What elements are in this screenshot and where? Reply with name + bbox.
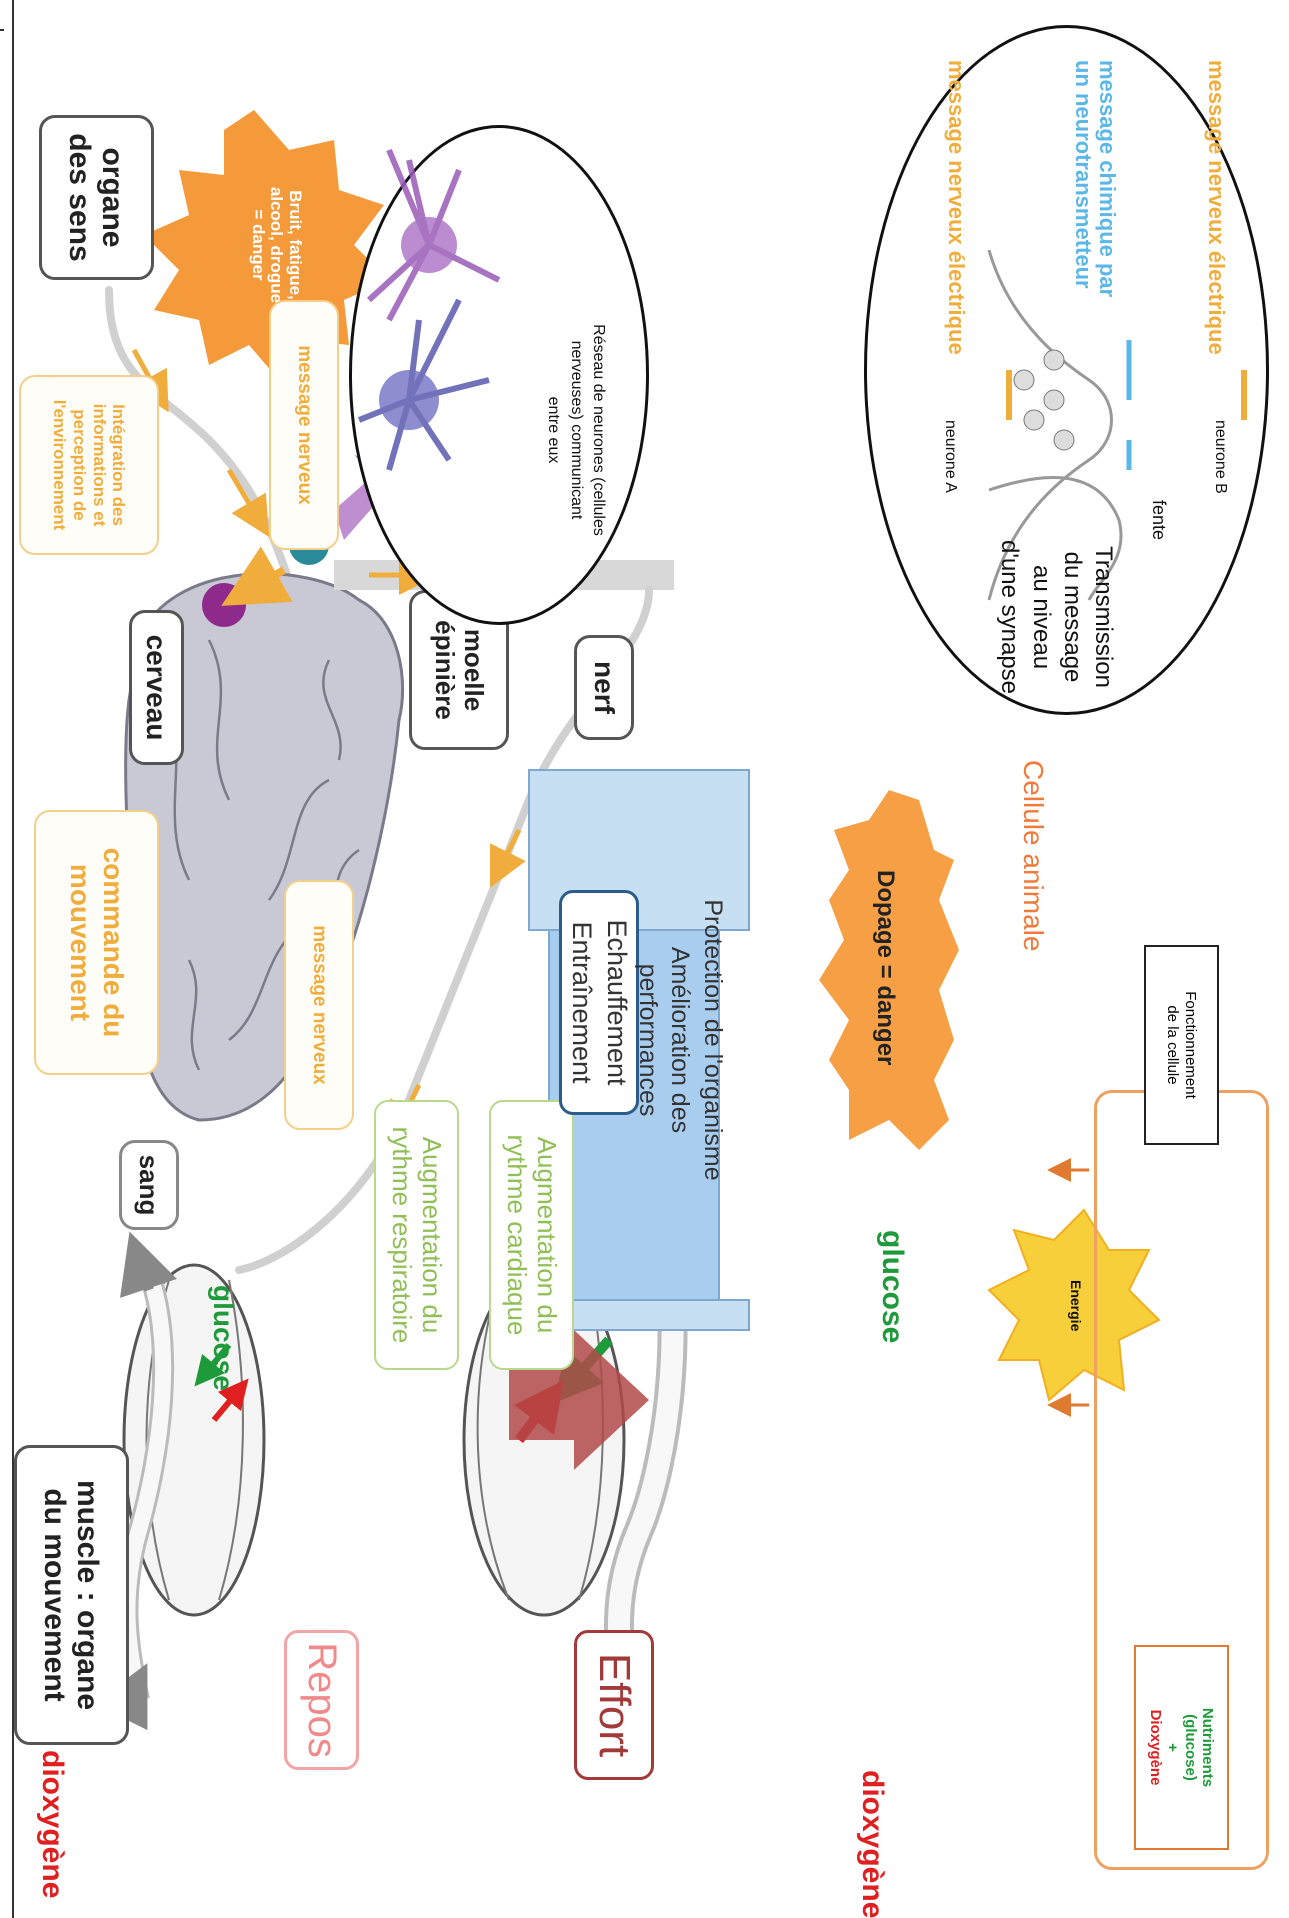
respiratory-rate-box: Augmentation du rythme respiratoire [374,1100,459,1370]
glucose-label-rest: glucose [208,1285,239,1391]
nutrients-label: Nutriments (glucose) + [1164,1707,1217,1788]
energy-star-shape [987,1208,1161,1402]
dioxygene-label-effort: dioxygène [856,1770,889,1918]
neuron-a-label: neurone A [942,420,959,493]
cell-function-box: Fonctionnement de la cellule [1144,945,1219,1145]
dopage-text: Dopage = danger [872,870,899,1066]
purple-brain-area [202,583,246,627]
electric-message-bottom: message nerveux électrique [1204,60,1229,355]
heart-rate-box: Augmentation du rythme cardiaque [489,1100,574,1370]
dioxygen-cell-label: Dioxygène [1147,1709,1165,1786]
dopage-star-shape [819,790,959,1150]
energy-label: Energie [1068,1280,1084,1332]
movement-command-box: commande du mouvement [34,810,159,1075]
banner-text: Protection de l'organisme Amélioration d… [634,899,727,1181]
nerve-label-box: nerf [574,635,634,740]
chemical-message: message chimique par un neurotransmetteu… [1070,60,1120,298]
cell-title: Cellule animale [1018,760,1049,952]
glucose-label-effort: glucose [876,1230,909,1344]
neuron-network-text: Réseau de neurones (cellules nerveuses) … [545,324,607,536]
electric-message-top: message nerveux électrique [944,60,969,355]
cleft-label: fente [1149,500,1169,541]
nutrients-box: Nutriments (glucose) + Dioxygène [1134,1645,1229,1850]
warmup-box: Echauffement Entraînement [559,890,639,1115]
brain-label-box: cerveau [129,610,184,765]
dioxygene-label-rest: dioxygène [36,1750,69,1899]
integration-box: Intégration des informations et percepti… [19,375,159,555]
repos-box: Repos [284,1630,359,1770]
muscle-label-box: muscle : organe du mouvement [14,1445,129,1745]
sense-organ-box: organe des sens [39,115,154,280]
neuron-b-label: neurone B [1212,420,1229,494]
blood-label-box: sang [119,1140,179,1230]
danger-star-text: Bruit, fatigue, alcool, drogue = danger [248,186,305,304]
effort-box: Effort [574,1630,654,1780]
synapse-title: Transmission du message au niveau d'une … [996,540,1117,695]
muscle-rest-shape [93,1231,266,1731]
message-nerveux-top: message nerveux [269,300,339,550]
message-nerveux-bottom: message nerveux [284,880,354,1130]
